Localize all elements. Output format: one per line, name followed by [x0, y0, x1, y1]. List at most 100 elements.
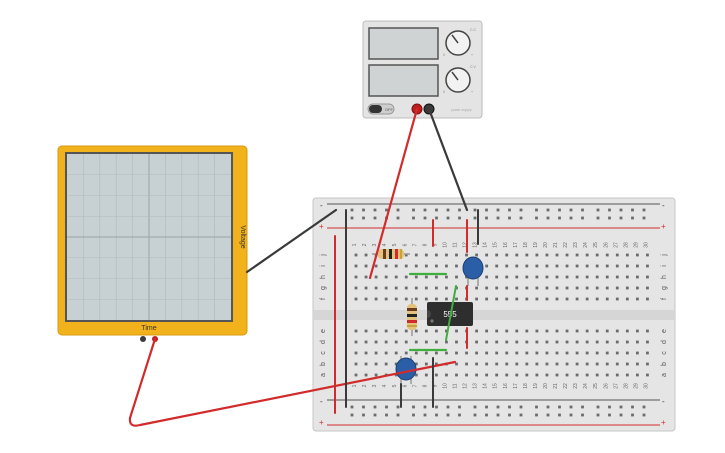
hole[interactable] — [485, 362, 489, 366]
rail-hole[interactable] — [350, 413, 354, 417]
rail-hole[interactable] — [608, 405, 611, 409]
hole[interactable] — [646, 362, 649, 366]
hole[interactable] — [445, 297, 448, 301]
hole[interactable] — [384, 340, 388, 344]
hole[interactable] — [404, 264, 408, 268]
hole[interactable] — [505, 373, 509, 377]
rail-hole[interactable] — [642, 208, 646, 212]
hole[interactable] — [475, 253, 478, 257]
hole[interactable] — [515, 275, 519, 279]
hole[interactable] — [414, 340, 418, 344]
rail-hole[interactable] — [435, 413, 438, 417]
rail-hole[interactable] — [473, 405, 477, 409]
hole[interactable] — [575, 297, 579, 301]
hole[interactable] — [394, 340, 398, 344]
rail-hole[interactable] — [535, 413, 538, 417]
rail-hole[interactable] — [412, 405, 415, 409]
hole[interactable] — [636, 286, 639, 290]
hole[interactable] — [364, 329, 368, 333]
rail-hole[interactable] — [558, 208, 561, 212]
rail-hole[interactable] — [535, 405, 538, 409]
hole[interactable] — [394, 275, 398, 279]
hole[interactable] — [505, 253, 509, 257]
hole[interactable] — [485, 373, 489, 377]
rail-hole[interactable] — [350, 405, 354, 409]
hole[interactable] — [625, 340, 629, 344]
rail-hole[interactable] — [608, 413, 611, 417]
hole[interactable] — [424, 329, 428, 333]
hole[interactable] — [485, 264, 489, 268]
hole[interactable] — [404, 340, 408, 344]
hole[interactable] — [384, 362, 388, 366]
rail-hole[interactable] — [396, 216, 400, 220]
hole[interactable] — [545, 275, 549, 279]
hole[interactable] — [636, 340, 639, 344]
hole[interactable] — [364, 351, 368, 355]
hole[interactable] — [394, 286, 398, 290]
wire-supply-negative[interactable] — [427, 107, 469, 212]
hole[interactable] — [515, 297, 519, 301]
hole[interactable] — [475, 351, 478, 355]
hole[interactable] — [394, 329, 398, 333]
rail-hole[interactable] — [608, 216, 611, 220]
hole[interactable] — [414, 253, 418, 257]
rail-hole[interactable] — [473, 413, 477, 417]
hole[interactable] — [525, 340, 529, 344]
wire-green-diagonal[interactable] — [445, 285, 457, 341]
hole[interactable] — [615, 329, 619, 333]
hole[interactable] — [404, 329, 408, 333]
hole[interactable] — [455, 275, 458, 279]
hole[interactable] — [384, 264, 388, 268]
hole[interactable] — [394, 362, 398, 366]
hole[interactable] — [505, 297, 509, 301]
hole[interactable] — [535, 329, 539, 333]
hole[interactable] — [455, 329, 458, 333]
rail-hole[interactable] — [396, 208, 400, 212]
hole[interactable] — [605, 329, 609, 333]
hole[interactable] — [595, 297, 599, 301]
hole[interactable] — [455, 373, 458, 377]
hole[interactable] — [575, 340, 579, 344]
hole[interactable] — [515, 286, 519, 290]
hole[interactable] — [646, 373, 649, 377]
hole[interactable] — [585, 286, 589, 290]
hole[interactable] — [535, 362, 539, 366]
hole[interactable] — [515, 373, 519, 377]
hole[interactable] — [605, 253, 609, 257]
hole[interactable] — [605, 264, 609, 268]
hole[interactable] — [525, 329, 529, 333]
hole[interactable] — [575, 275, 579, 279]
hole[interactable] — [615, 264, 619, 268]
hole[interactable] — [445, 264, 448, 268]
hole[interactable] — [465, 351, 468, 355]
hole[interactable] — [636, 253, 639, 257]
rail-hole[interactable] — [581, 413, 584, 417]
hole[interactable] — [455, 340, 458, 344]
rail-hole[interactable] — [569, 405, 573, 409]
hole[interactable] — [354, 275, 358, 279]
hole[interactable] — [445, 351, 448, 355]
rail-hole[interactable] — [496, 405, 500, 409]
hole[interactable] — [384, 329, 388, 333]
hole[interactable] — [625, 297, 629, 301]
hole[interactable] — [394, 264, 398, 268]
hole[interactable] — [374, 297, 378, 301]
rail-hole[interactable] — [619, 405, 623, 409]
hole[interactable] — [354, 329, 358, 333]
hole[interactable] — [575, 329, 579, 333]
hole[interactable] — [364, 340, 368, 344]
hole[interactable] — [545, 351, 549, 355]
hole[interactable] — [555, 253, 559, 257]
hole[interactable] — [465, 253, 468, 257]
hole[interactable] — [565, 362, 569, 366]
rail-hole[interactable] — [435, 208, 438, 212]
scope-probe-negative[interactable] — [140, 336, 146, 342]
rail-hole[interactable] — [373, 208, 377, 212]
rail-hole[interactable] — [423, 413, 427, 417]
hole[interactable] — [615, 340, 619, 344]
rail-hole[interactable] — [508, 413, 511, 417]
rail-hole[interactable] — [508, 405, 511, 409]
hole[interactable] — [505, 340, 509, 344]
hole[interactable] — [515, 362, 519, 366]
hole[interactable] — [515, 329, 519, 333]
